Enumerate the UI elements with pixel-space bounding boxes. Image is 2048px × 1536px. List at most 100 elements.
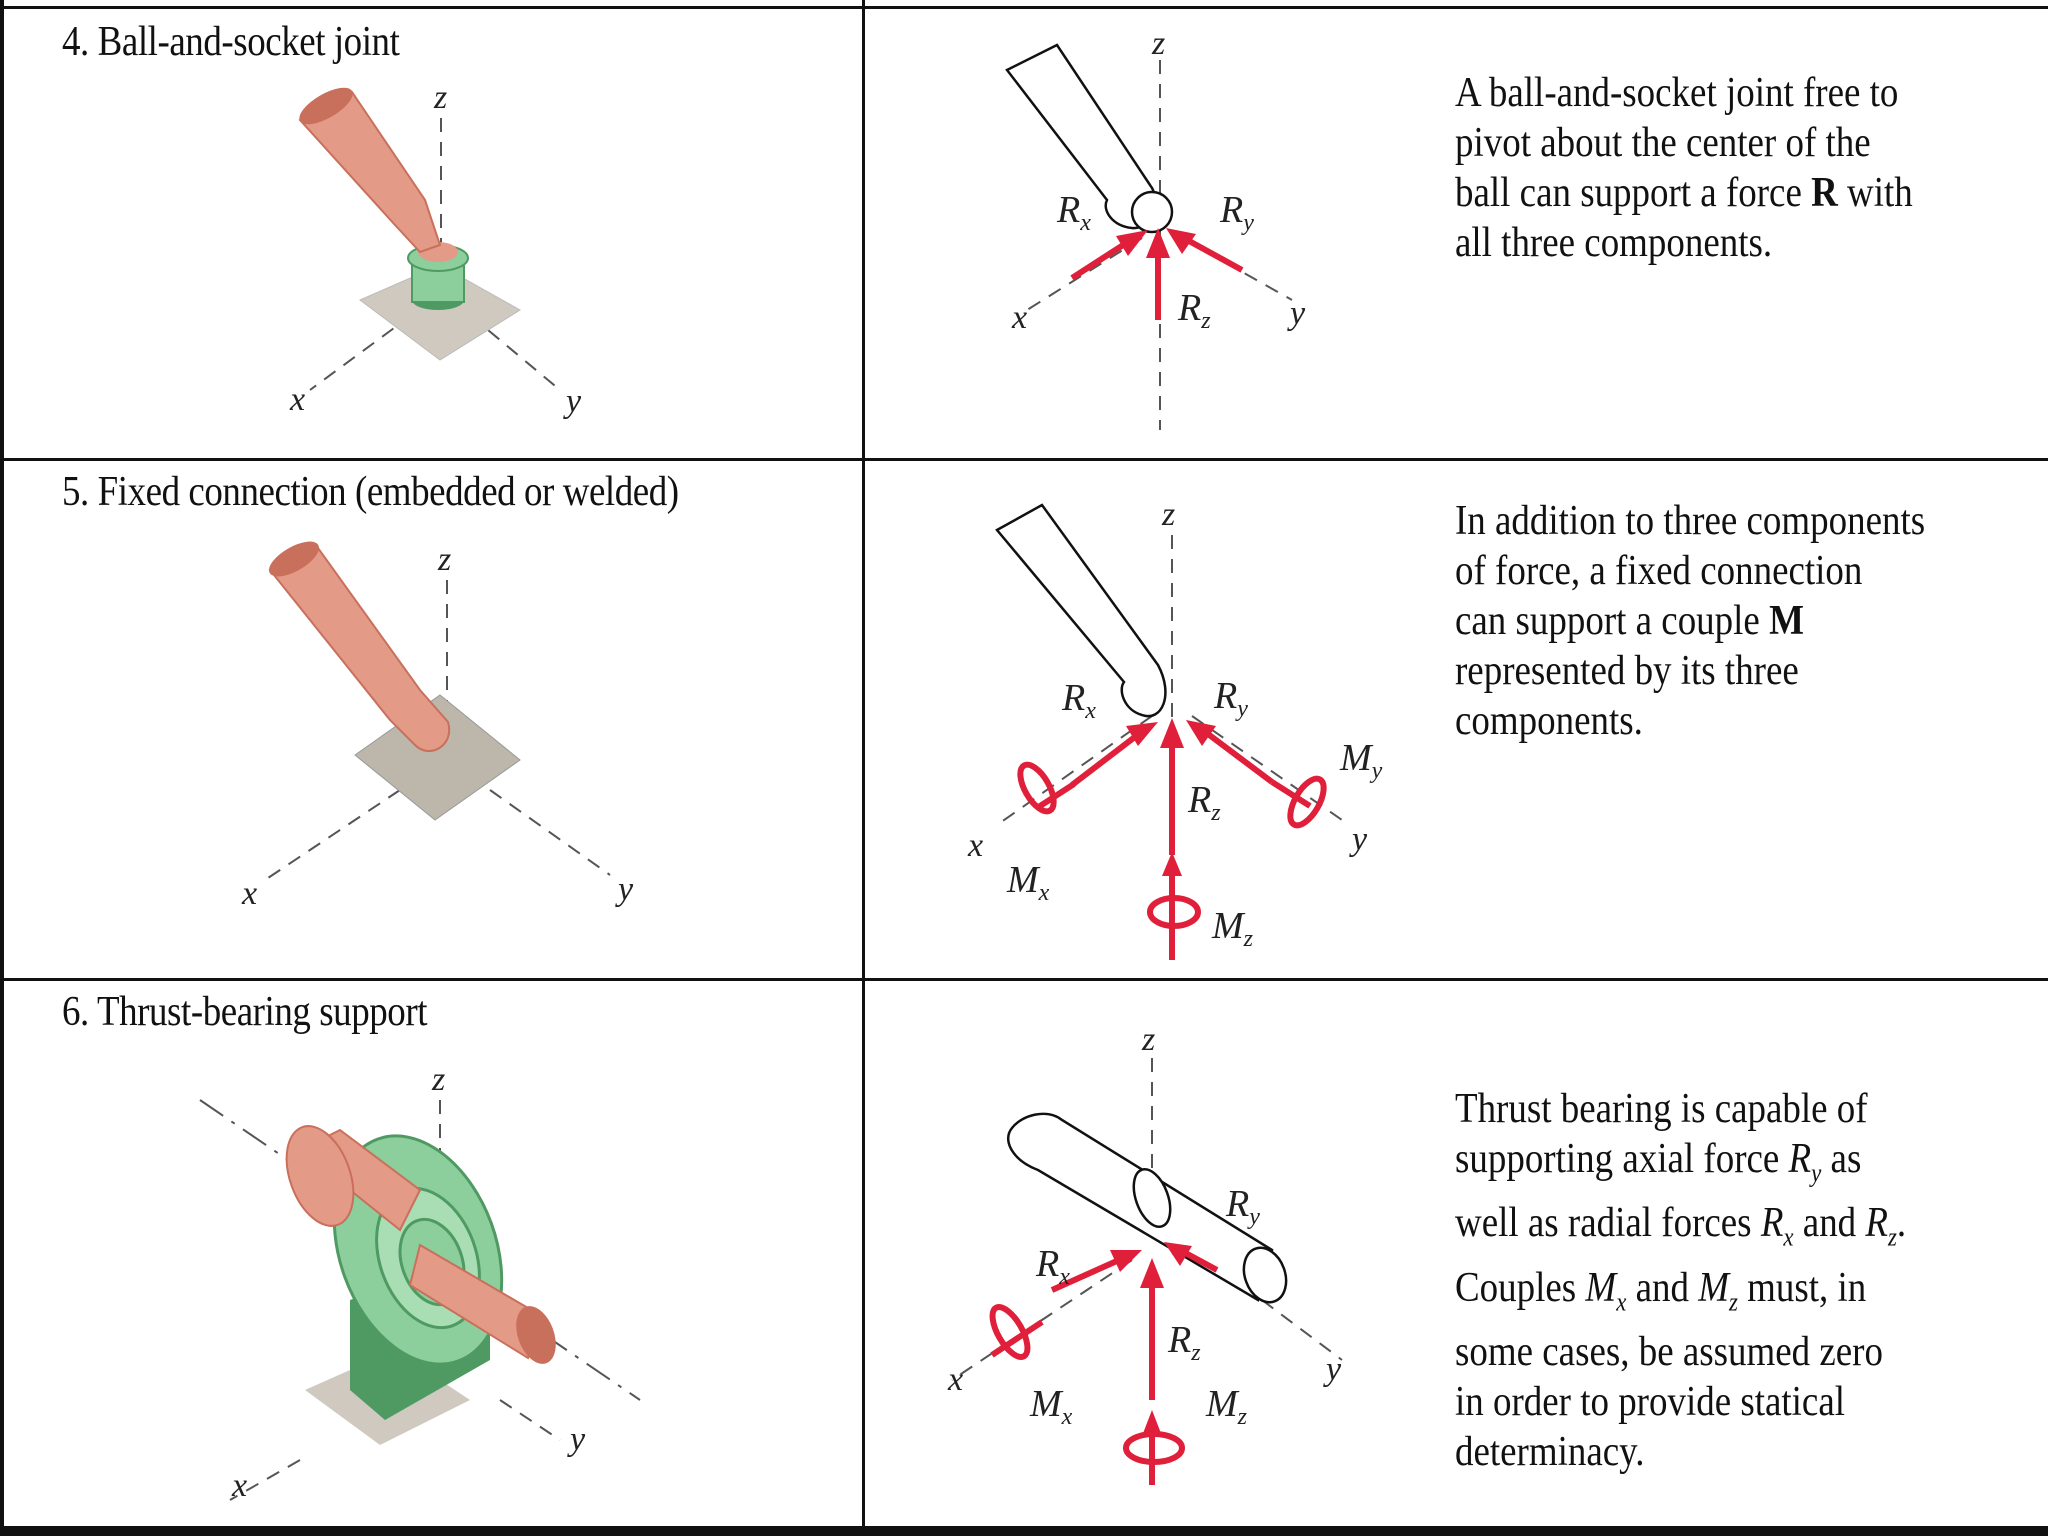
Ry-arrow — [1198, 725, 1274, 785]
Rx-label: Rx — [1035, 1243, 1070, 1290]
fixed-connection-fbd: z x y Rx Ry Rz Mx My Mz — [967, 496, 1383, 960]
Rx-label: Rx — [1061, 677, 1096, 724]
text-run: . — [1896, 1200, 1907, 1247]
thrust-bearing-illustration: z x y — [199, 1061, 641, 1504]
math-subscript: x — [1616, 1287, 1627, 1317]
description-line: well as radial forces Rx and Rz. — [1455, 1198, 2001, 1262]
math-subscript: x — [1783, 1222, 1794, 1252]
y-axis-label: y — [567, 1421, 586, 1458]
My-curl — [1287, 775, 1327, 829]
pipe-rod — [268, 546, 451, 752]
x-axis-label: x — [289, 381, 305, 418]
y-axis — [1181, 237, 1293, 301]
text-run: must, in — [1737, 1264, 1867, 1311]
rod-outline — [1005, 43, 1157, 230]
row-4-title: 4. Ball-and-socket joint — [62, 19, 400, 65]
math-variable: R — [1865, 1200, 1888, 1247]
math-subscript: z — [1729, 1287, 1738, 1317]
x-axis — [996, 715, 1153, 826]
description-line: supporting axial force Ry as — [1455, 1134, 2001, 1198]
y-axis-label: y — [563, 383, 582, 420]
description-line: in order to provide statical — [1455, 1377, 2001, 1427]
Mx-label: Mx — [1006, 859, 1050, 906]
x-axis-label: x — [241, 875, 257, 912]
z-label: z — [1151, 25, 1165, 62]
row-5-title: 5. Fixed connection (embedded or welded) — [62, 469, 679, 515]
y-axis — [489, 789, 611, 876]
y-label: y — [1287, 295, 1306, 332]
description-line: Thrust bearing is capable of — [1455, 1084, 2001, 1134]
shaft-right — [408, 1243, 542, 1360]
math-variable: R — [1788, 1136, 1812, 1182]
x-label: x — [1011, 299, 1027, 336]
x-axis — [229, 1459, 301, 1501]
Ry-label: Ry — [1213, 675, 1248, 722]
math-subscript: y — [1811, 1158, 1822, 1188]
Mz-label: Mz — [1211, 905, 1254, 952]
z-axis-label: z — [433, 79, 447, 116]
math-subscript: z — [1887, 1222, 1897, 1252]
row-divider — [0, 458, 2048, 461]
math-variable: M — [1585, 1264, 1617, 1311]
table-top-border — [0, 6, 2048, 9]
text-run: supporting axial force — [1455, 1136, 1789, 1182]
x-label: x — [967, 827, 983, 864]
Mx-curl — [989, 1304, 1031, 1360]
column-divider — [862, 0, 865, 1536]
Mx-label: Mx — [1029, 1383, 1073, 1430]
y-label: y — [1349, 821, 1368, 858]
row-4-description: A ball-and-socket joint free to pivot ab… — [1455, 70, 1913, 266]
row-6-title: 6. Thrust-bearing support — [62, 989, 428, 1035]
fixed-connection-illustration: z x y — [241, 541, 634, 912]
text-run: and — [1626, 1264, 1699, 1311]
text-run: Couples — [1455, 1264, 1586, 1311]
Rz-label: Rz — [1187, 779, 1221, 826]
thrust-bearing-fbd: z x y Rx Ry Rz Mx Mz — [947, 1021, 1343, 1485]
My-label: My — [1339, 737, 1383, 784]
Ry-label: Ry — [1225, 1183, 1260, 1230]
Rz-label: Rz — [1177, 287, 1211, 334]
description-line: some cases, be assumed zero — [1455, 1327, 2001, 1377]
y-axis — [469, 314, 561, 391]
row-5-description: In addition to three components of force… — [1455, 498, 1926, 744]
Rz-label: Rz — [1167, 1319, 1201, 1366]
y-axis-label: y — [615, 871, 634, 908]
x-axis — [264, 789, 401, 881]
z-axis-label: z — [431, 1061, 445, 1098]
text-run: determinacy. — [1455, 1429, 1645, 1476]
Mz-label: Mz — [1205, 1383, 1248, 1430]
text-run: some cases, be assumed zero — [1455, 1329, 1883, 1376]
x-label: x — [947, 1361, 963, 1398]
x-axis-label: x — [231, 1467, 247, 1504]
Rx-label: Rx — [1056, 189, 1091, 236]
z-label: z — [1161, 496, 1175, 533]
y-axis — [1261, 1299, 1343, 1361]
math-variable: R — [1760, 1200, 1784, 1247]
text-run: Thrust bearing is capable of — [1455, 1086, 1868, 1132]
text-run: in order to provide statical — [1455, 1379, 1846, 1426]
ball-socket-fbd: z x y Rx Ry Rz — [1005, 25, 1306, 430]
Mx-curl — [1017, 761, 1057, 815]
description-line: determinacy. — [1455, 1427, 2001, 1477]
rod-outline — [995, 503, 1167, 718]
text-run: and — [1793, 1200, 1866, 1247]
Ry-label: Ry — [1219, 189, 1254, 236]
y-axis — [499, 1399, 561, 1441]
y-label: y — [1323, 1351, 1342, 1388]
row-divider — [0, 978, 2048, 981]
Rx-arrow — [1070, 727, 1146, 788]
x-axis — [951, 1259, 1133, 1381]
table-bottom-border — [0, 1526, 2048, 1536]
Mz-curl — [1147, 895, 1201, 929]
description-line: Couples Mx and Mz must, in — [1455, 1263, 2001, 1327]
math-variable: M — [1698, 1264, 1730, 1311]
table-left-border — [0, 0, 4, 1536]
Mz-curl — [1123, 1431, 1185, 1465]
ball-socket-illustration: z x y — [289, 79, 582, 420]
z-label: z — [1141, 1021, 1155, 1058]
z-axis-label: z — [437, 541, 451, 578]
text-run: well as radial forces — [1455, 1200, 1761, 1247]
text-run: as — [1821, 1136, 1862, 1182]
